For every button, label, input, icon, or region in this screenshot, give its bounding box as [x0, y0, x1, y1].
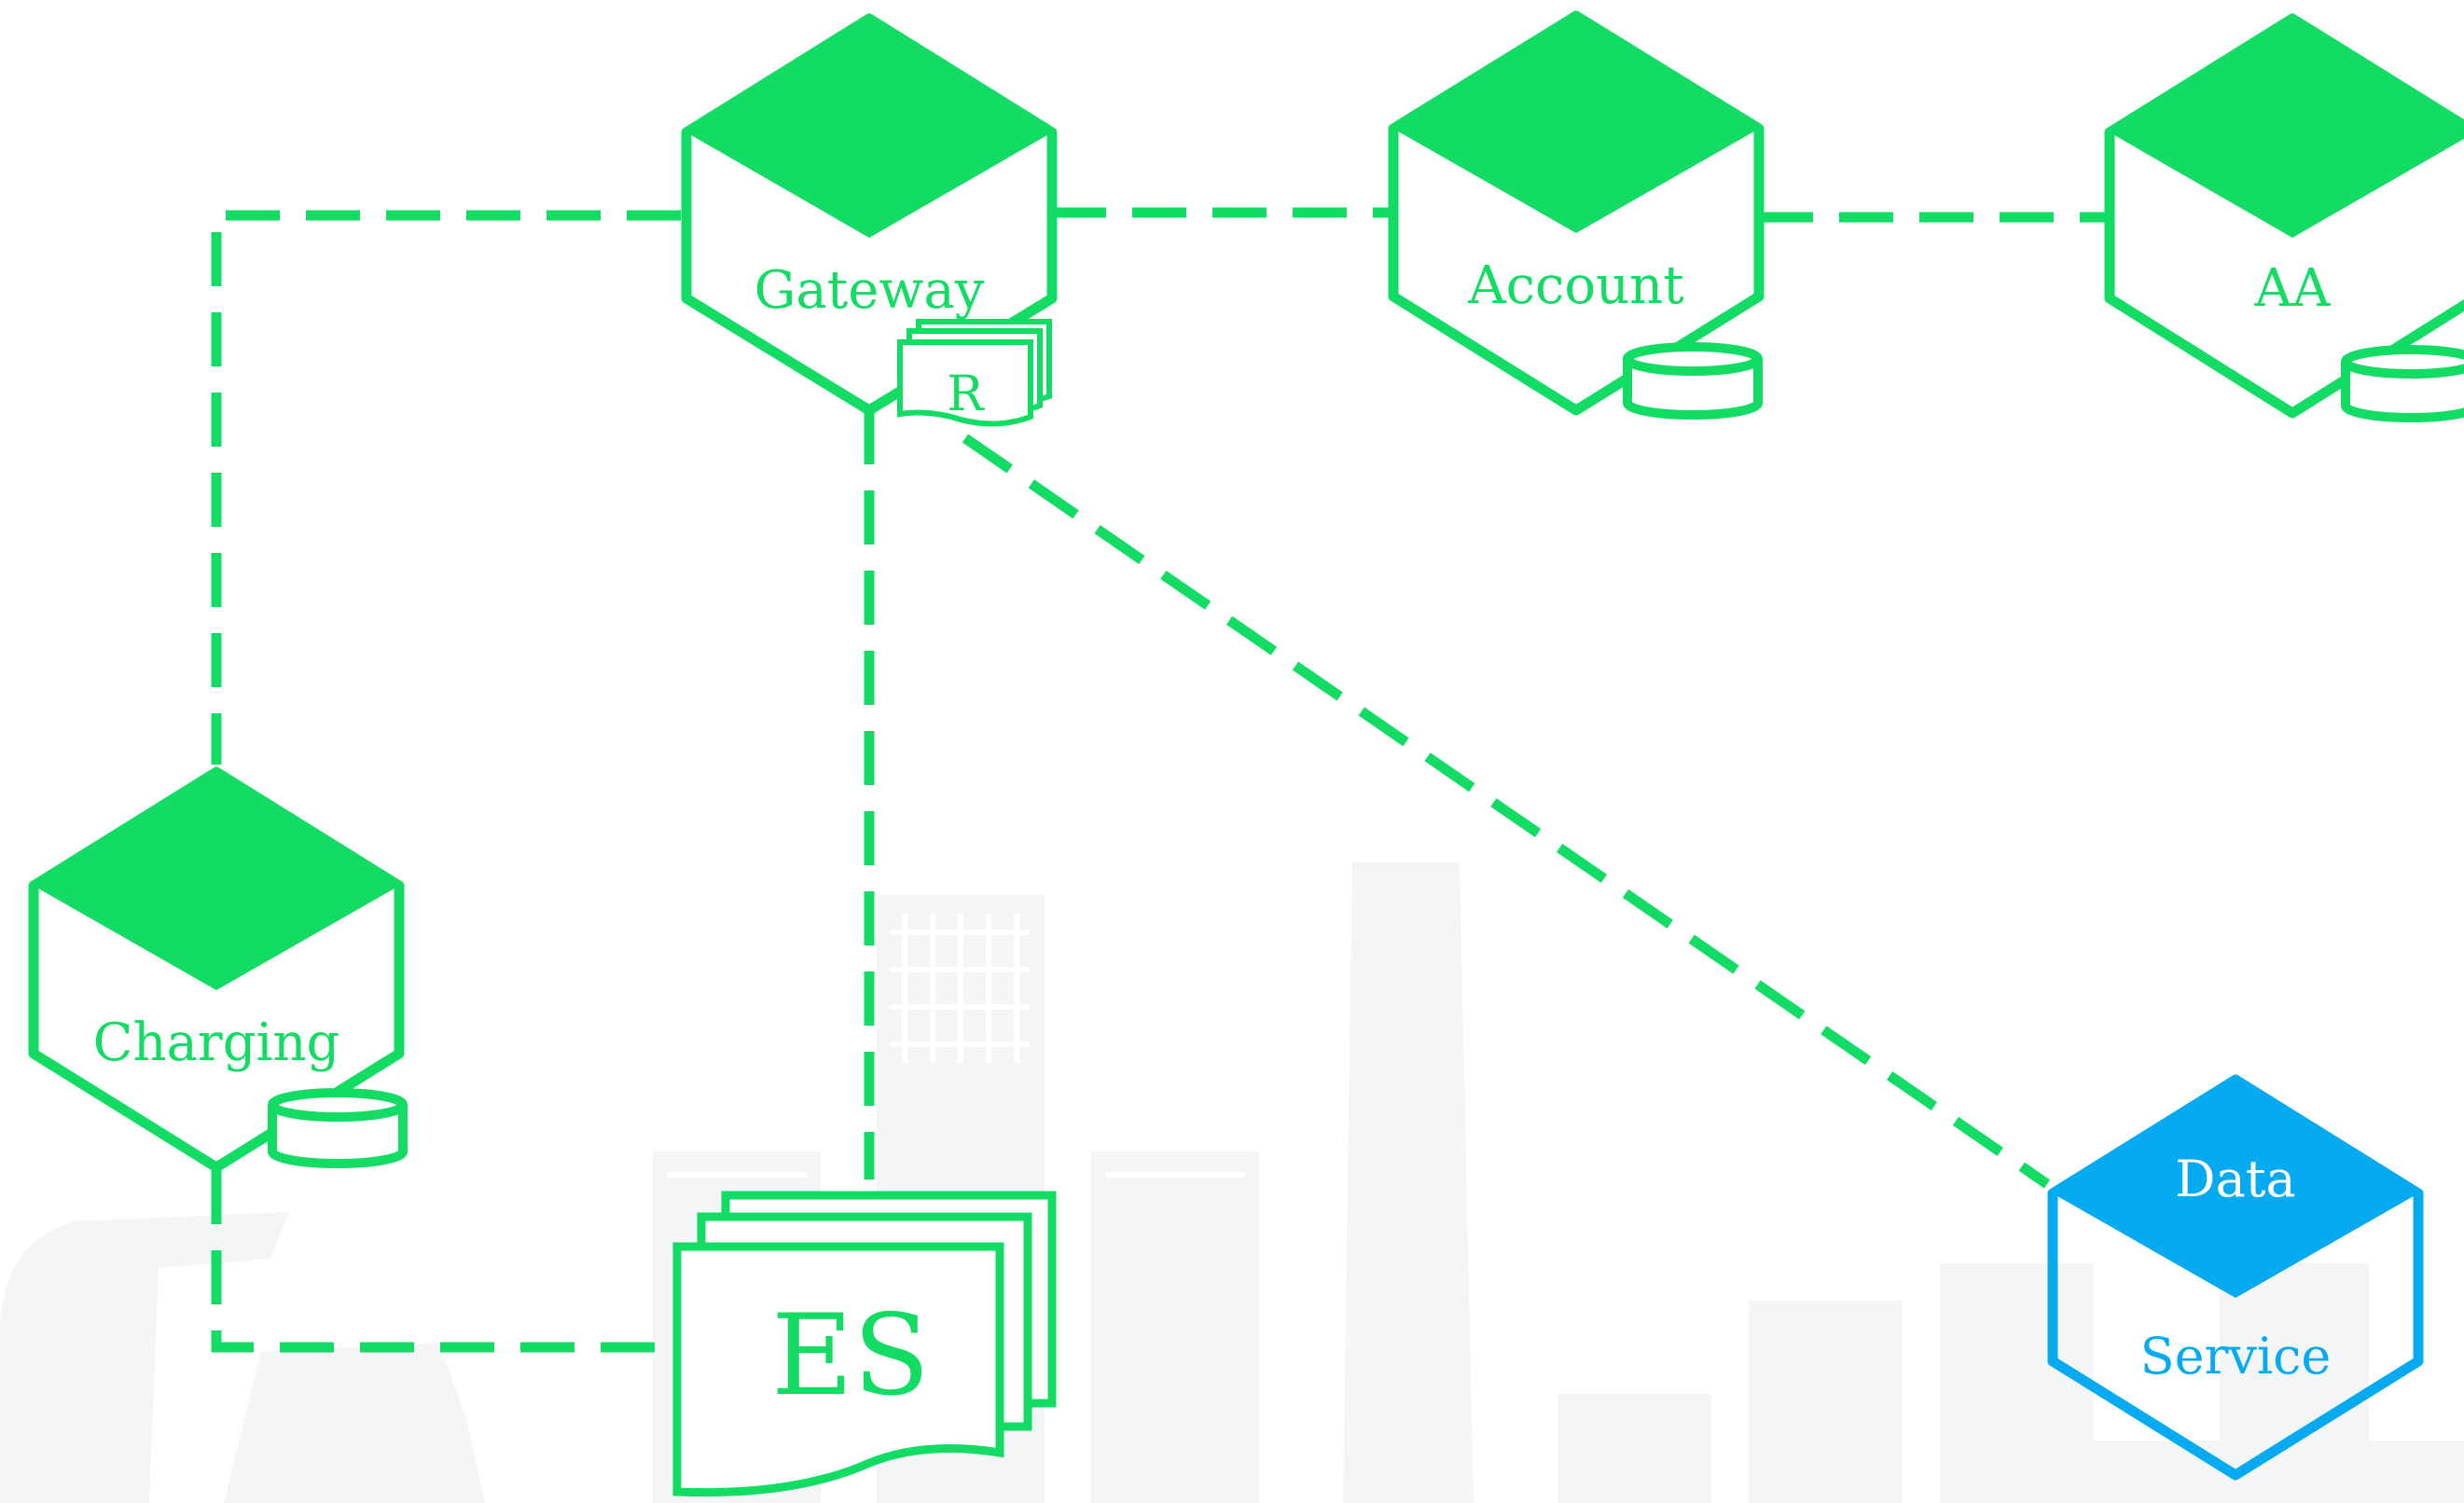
node-aa[interactable]: AA: [2104, 13, 2464, 422]
node-gateway[interactable]: Gateway: [681, 13, 1058, 416]
node-es[interactable]: ES: [672, 1191, 1057, 1497]
node-router-label: R: [947, 366, 985, 422]
database-icon: [2341, 345, 2464, 422]
node-aa-label: AA: [2254, 258, 2331, 319]
edge-charging-es: [211, 1170, 685, 1353]
node-data-service-label-bottom: Service: [2140, 1327, 2332, 1386]
node-es-label: ES: [771, 1291, 930, 1421]
node-charging[interactable]: Charging: [28, 766, 408, 1173]
node-charging-label: Charging: [93, 1013, 340, 1073]
node-data-service-label-top: Data: [2175, 1150, 2295, 1208]
node-gateway-label: Gateway: [754, 260, 985, 321]
edge-router-data-service: [962, 434, 2051, 1189]
node-account-label: Account: [1467, 255, 1684, 316]
edge-gateway-charging: [211, 210, 681, 765]
database-icon: [268, 1088, 408, 1168]
node-account[interactable]: Account: [1388, 10, 1765, 420]
node-router[interactable]: R: [897, 319, 1052, 427]
database-icon: [1623, 342, 1763, 420]
node-data-service[interactable]: Data Service: [2047, 1074, 2424, 1481]
connections: [211, 207, 2112, 1353]
